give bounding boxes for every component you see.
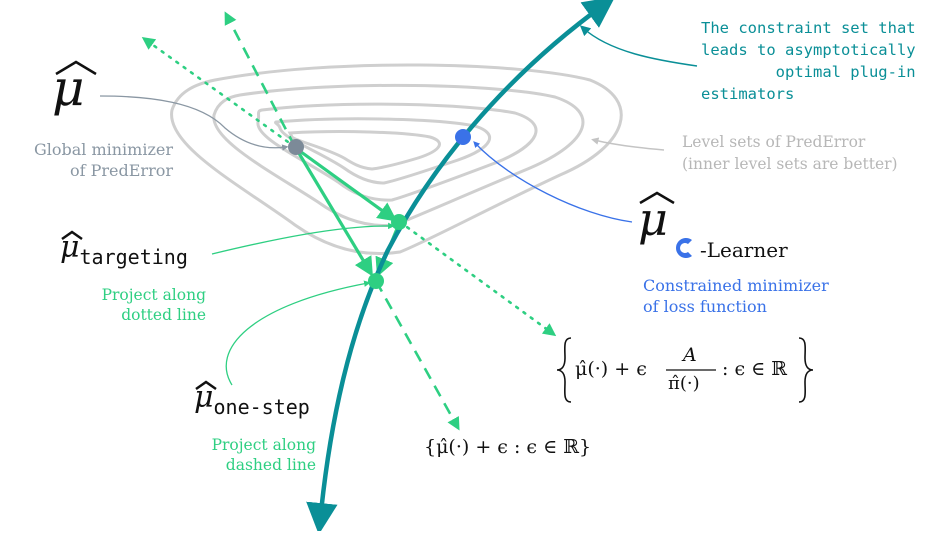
learner-desc-line-1: Constrained minimizer xyxy=(643,276,829,295)
mu-hat-onestep: μone-step xyxy=(194,380,310,419)
constraint-line-1: The constraint set that xyxy=(701,19,916,37)
global-min-annotation-arrow xyxy=(99,95,289,151)
onestep-desc-line-1: Project along xyxy=(211,436,316,454)
targeting-description: Project along dotted line xyxy=(56,285,206,325)
constraint-set-label: The constraint set that leads to asympto… xyxy=(701,17,916,105)
learner-annotation-arrow xyxy=(473,141,633,223)
mu-onestep-symbol: μ xyxy=(194,380,214,415)
level-sets-line-1: Level sets of PredError xyxy=(682,133,866,151)
mu-onestep-subscript: one-step xyxy=(213,395,310,419)
teal-annotation-arrow xyxy=(579,25,698,67)
hat-global xyxy=(55,60,97,76)
mu-hat-global: μ xyxy=(52,59,85,117)
dotted-line-lower xyxy=(398,220,557,337)
formula-dotted-lhs: μ̂(·) + ϵ xyxy=(575,358,647,380)
formula-dotted-rhs: : ϵ ∈ ℝ xyxy=(722,358,788,380)
onestep-point xyxy=(368,273,384,289)
c-learner-icon xyxy=(676,238,692,258)
hat-targeting xyxy=(61,230,83,241)
formula-braces xyxy=(556,337,814,403)
learner-point xyxy=(455,129,471,145)
onestep-description: Project along dashed line xyxy=(166,435,316,475)
learner-desc-line-2: of loss function xyxy=(643,297,767,316)
constraint-curve xyxy=(306,0,616,535)
arrow-to-onestep xyxy=(295,149,373,277)
level-set-2 xyxy=(212,83,585,228)
dashed-line-upper xyxy=(224,11,297,148)
constraint-line-4: estimators xyxy=(701,85,795,103)
level-sets-line-2: (inner level sets are better) xyxy=(682,155,898,173)
onestep-desc-line-2: dashed line xyxy=(225,456,316,474)
formula-dotted-numerator: A xyxy=(683,344,697,366)
onestep-annotation-arrow xyxy=(225,280,371,386)
level-set-4 xyxy=(274,117,491,185)
formula-dashed: {μ̂(·) + ϵ : ϵ ∈ ℝ} xyxy=(424,436,592,458)
left-brace xyxy=(556,337,572,403)
hat-learner xyxy=(639,191,675,205)
global-min-line-1: Global minimizer xyxy=(33,140,173,159)
constraint-line-2: leads to asymptotically xyxy=(701,41,916,59)
mu-targeting-subscript: targeting xyxy=(79,245,188,269)
learner-subscript: -Learner xyxy=(700,238,788,262)
levelset-annotation-arrow xyxy=(591,137,665,151)
learner-description: Constrained minimizer of loss function xyxy=(643,275,829,317)
targeting-desc-line-2: dotted line xyxy=(121,306,206,324)
mu-hat-learner: μ xyxy=(638,192,668,246)
hat-onestep xyxy=(195,380,217,391)
formula-dotted-denominator: π̂(·) xyxy=(668,373,700,394)
level-sets-label: Level sets of PredError (inner level set… xyxy=(682,131,898,175)
dotted-line-upper xyxy=(141,36,297,149)
global-minimizer-label: Global minimizer of PredError xyxy=(8,139,173,181)
targeting-desc-line-1: Project along xyxy=(101,286,206,304)
mu-targeting-symbol: μ xyxy=(60,230,80,265)
dashed-line-lower xyxy=(374,280,460,431)
mu-hat-targeting: μtargeting xyxy=(60,230,188,269)
constraint-line-3: optimal plug-in xyxy=(775,63,916,81)
targeting-annotation-arrow xyxy=(211,222,395,255)
global-min-line-2: of PredError xyxy=(69,161,173,180)
right-brace xyxy=(798,337,814,403)
hat-marks xyxy=(55,60,675,391)
targeting-point xyxy=(391,214,407,230)
global-minimizer-point xyxy=(288,139,304,155)
